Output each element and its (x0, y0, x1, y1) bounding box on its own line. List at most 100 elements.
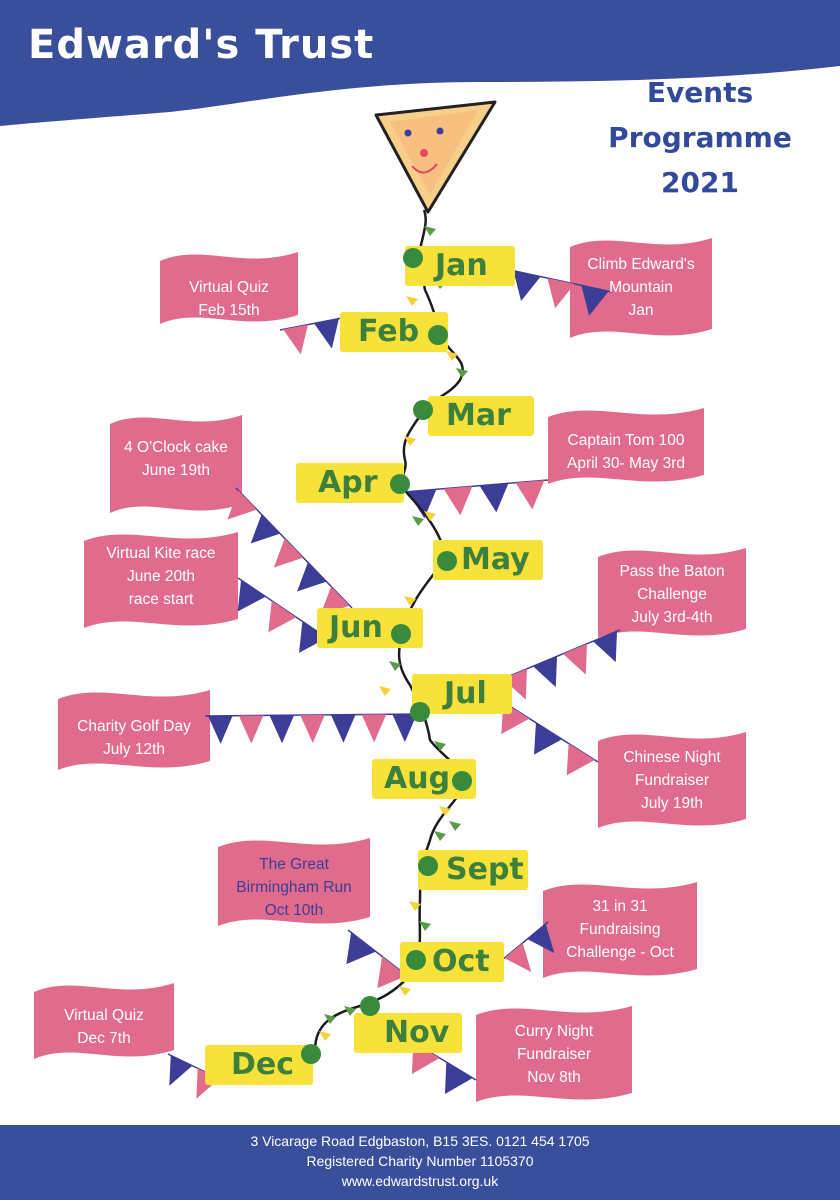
footer-address: 3 Vicarage Road Edgbaston, B15 3ES. 0121… (250, 1133, 590, 1149)
event-flag (543, 882, 697, 978)
bunting-pennant (300, 714, 325, 743)
string-bow (409, 901, 421, 911)
event-line: July 3rd-4th (631, 608, 713, 626)
footer-website: www.edwardstrust.org.uk (341, 1173, 499, 1189)
string-bow (434, 741, 446, 751)
event-line: Fundraiser (634, 771, 710, 789)
event-flag (598, 732, 746, 828)
event-line: Captain Tom 100 (567, 432, 685, 449)
event-line: Challenge - Oct (566, 943, 674, 961)
string-bow (424, 226, 436, 236)
string-bow (456, 368, 468, 378)
month-label-dec: Dec (205, 1045, 313, 1085)
string-bow (404, 596, 416, 606)
footer: 3 Vicarage Road Edgbaston, B15 3ES. 0121… (0, 1125, 840, 1200)
bunting-pennant (444, 1062, 473, 1094)
string-bow (449, 821, 461, 831)
event-line: Virtual Kite race (106, 544, 216, 562)
event-line: Jan (628, 301, 654, 319)
month-text: Apr (318, 465, 378, 500)
event-flag (476, 1006, 632, 1102)
string-bow (439, 806, 451, 816)
event-flag (110, 415, 242, 513)
month-text: Jul (444, 676, 487, 711)
bunting-pennant (227, 490, 257, 520)
bunting-pennant (283, 324, 308, 355)
event-line: Oct 10th (264, 901, 324, 919)
month-text: Nov (384, 1015, 450, 1050)
bunting-pennant (377, 956, 407, 989)
bunting-pennant (563, 643, 587, 675)
string-bow (404, 436, 416, 446)
event-flag (548, 408, 704, 484)
title-line-3: 2021 (661, 166, 739, 199)
string-bow (389, 661, 401, 671)
event-line: Challenge (637, 585, 707, 603)
string-bow (379, 686, 391, 696)
event-flag (570, 238, 712, 338)
bunting-pennant (581, 285, 609, 316)
kite-illustration (374, 100, 497, 214)
event-line: Birmingham Run (236, 878, 352, 896)
bunting-pennant (533, 656, 557, 688)
event-flag (34, 983, 174, 1059)
bunting-pennant (547, 278, 575, 309)
event-flag (58, 690, 210, 770)
event-line: Pass the Baton (619, 562, 725, 580)
event-line: 31 in 31 (592, 897, 648, 915)
event-line: race start (128, 590, 194, 608)
event-line: Virtual Quiz (189, 279, 269, 296)
month-label-oct: Oct (400, 942, 504, 982)
brand-logo-text: Edward's Trust (28, 22, 375, 68)
month-text: Mar (446, 398, 511, 433)
event-line: Climb Edward's (587, 255, 695, 273)
bunting-pennant (299, 621, 327, 653)
event-line: Fundraising (579, 920, 661, 938)
bunting-pennant (504, 942, 532, 973)
header-wave (0, 0, 840, 126)
month-text: Aug (384, 761, 451, 796)
month-text: Jan (435, 248, 488, 283)
bunting-pennant (515, 480, 545, 510)
event-line: Fundraiser (516, 1045, 592, 1063)
month-label-jan: Jan (405, 246, 515, 286)
bunting-pennant (314, 318, 339, 349)
string-bow (412, 516, 424, 526)
bunting-pennant (208, 715, 233, 744)
event-line: June 20th (126, 567, 196, 585)
event-line: 4 O'Clock cake (124, 439, 228, 456)
string-bows (319, 226, 468, 1041)
event-flag (84, 532, 238, 628)
event-line: The Great (259, 855, 329, 873)
bunting-pennant (392, 714, 417, 743)
month-label-nov: Nov (354, 1013, 462, 1053)
bunting-pennant (250, 514, 281, 544)
month-text: Sept (446, 852, 524, 887)
event-line: July 19th (640, 794, 704, 812)
month-text: Feb (358, 314, 420, 349)
bunting-pennant (238, 715, 264, 744)
string-bow (434, 831, 446, 841)
month-label-sept: Sept (418, 850, 528, 890)
string-bow (344, 1006, 356, 1016)
month-label-mar: Mar (428, 396, 534, 436)
string-bow (319, 1031, 331, 1041)
string-bow (406, 296, 418, 306)
month-text: Jun (329, 610, 383, 645)
bunting-pennant (346, 932, 376, 965)
string-bow (446, 351, 458, 361)
event-line: Nov 8th (527, 1068, 581, 1086)
month-label-jul: Jul (412, 674, 512, 714)
event-line: July 12th (102, 741, 166, 758)
bunting-pennant (479, 483, 509, 513)
bunting-pennant (566, 743, 595, 776)
month-label-feb: Feb (340, 312, 448, 352)
